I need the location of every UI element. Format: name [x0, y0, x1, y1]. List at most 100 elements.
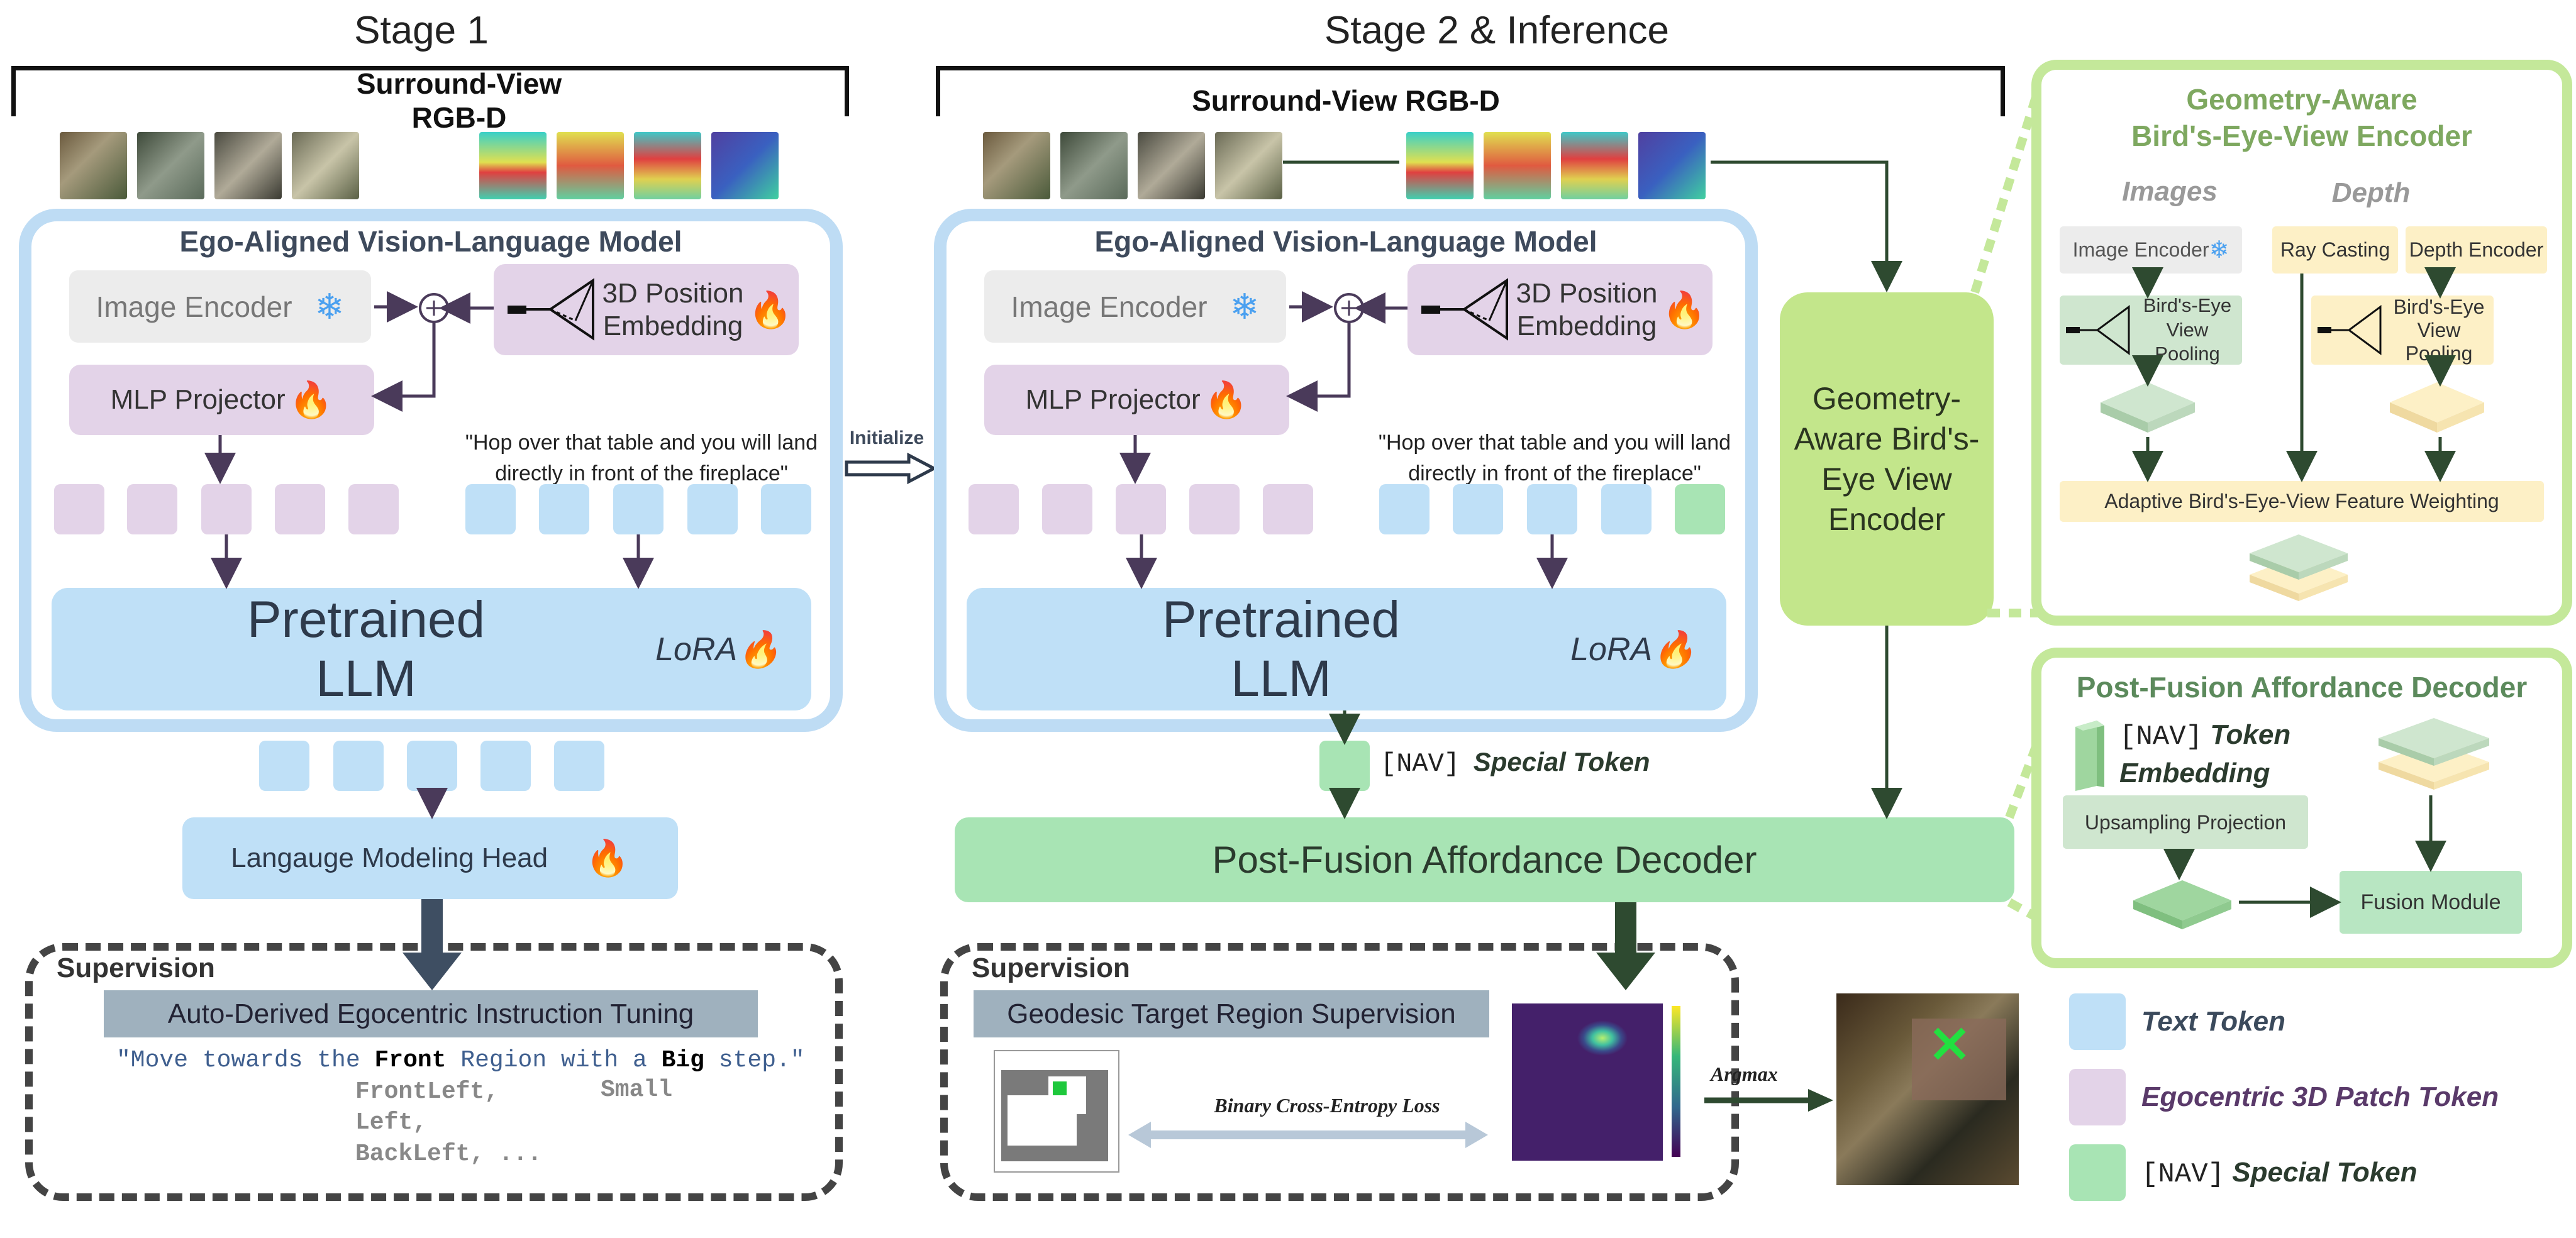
double-arrow-icon — [1128, 1122, 1488, 1148]
supervision-label: Auto-Derived Egocentric Instruction Tuni… — [104, 990, 758, 1037]
fused-bev-feature-icon — [2250, 534, 2348, 601]
position-embedding-line2: Embedding — [602, 311, 743, 341]
alt-directions: FrontLeft, Left, BackLeft, ... — [355, 1076, 541, 1169]
instruction-line2: directly in front of the fireplace" — [495, 461, 788, 486]
geometry-bev-encoder-box: Geometry-Aware Bird's-Eye View Encoder — [1780, 292, 1994, 626]
bev-image-encoder-label: Image Encoder — [2072, 238, 2209, 261]
mlp-projector-box: MLP Projector 🔥 — [984, 365, 1289, 435]
mlp-projector-box: MLP Projector 🔥 — [69, 365, 374, 435]
upsampled-token-feature-icon — [2133, 880, 2231, 929]
lm-head-label: Langauge Modeling Head — [231, 843, 548, 873]
camera-frustum-icon — [2066, 305, 2130, 355]
trainable-fire-icon: 🔥 — [289, 380, 333, 419]
supervision-box-stage1 — [25, 943, 843, 1201]
image-encoder-box: Image Encoder ❄ — [984, 270, 1286, 343]
alt-direction: BackLeft, ... — [355, 1140, 542, 1168]
bev-panel-title: Geometry-Aware Bird's-Eye-View Encoder — [2050, 82, 2553, 154]
special-token-text: Special Token — [1473, 747, 1650, 777]
nav-text: [NAV] — [2119, 721, 2203, 753]
legend-patch-token-swatch — [2069, 1069, 2126, 1125]
stage2-title: Stage 2 & Inference — [1324, 8, 1670, 52]
bev-pooling-box-depth: Bird's-Eye View Pooling — [2311, 296, 2494, 365]
example-mid: Region with a — [446, 1047, 662, 1074]
bev-pooling-line1: Bird's-Eye — [2393, 295, 2485, 318]
token-word: Token — [2210, 719, 2291, 750]
map-target-region — [1053, 1081, 1067, 1095]
decoder-panel-title: Post-Fusion Affordance Decoder — [2076, 671, 2528, 704]
rgb-thumbnail — [1060, 132, 1128, 199]
text-token — [1527, 484, 1577, 534]
example-direction: Front — [374, 1047, 447, 1074]
frozen-snowflake-icon: ❄ — [314, 286, 345, 326]
example-suffix: step." — [704, 1047, 805, 1074]
ray-casting-box: Ray Casting — [2272, 226, 2398, 274]
position-embedding-label: 3D Position Embedding — [1514, 275, 1659, 345]
heatmap-colorbar — [1672, 1006, 1680, 1157]
instruction-example: "Move towards the Front Region with a Bi… — [116, 1047, 805, 1074]
lora-label: LoRA🔥 — [655, 588, 781, 710]
text-token — [1379, 484, 1430, 534]
output-text-token — [259, 741, 309, 791]
position-embedding-label: 3D Position Embedding — [601, 275, 745, 345]
patch-token — [1189, 484, 1240, 534]
example-step: Big — [661, 1047, 704, 1074]
upsampling-projection-box: Upsampling Projection — [2063, 795, 2308, 849]
llm-label: Pretrained LLM — [1162, 590, 1401, 707]
supervision-title: Supervision — [57, 953, 215, 983]
target-x-marker-icon — [1933, 1027, 1966, 1060]
mlp-projector-label: MLP Projector — [110, 384, 286, 415]
instruction-line1: "Hop over that table and you will land — [465, 431, 818, 455]
supervision-title: Supervision — [972, 953, 1130, 983]
panel-link-dashes — [1970, 89, 2042, 922]
depth-thumbnail — [1484, 132, 1551, 199]
image-encoder-box: Image Encoder ❄ — [69, 270, 371, 343]
stage1-vlm-arrows — [204, 291, 654, 819]
bev-pooling-label: Bird's-Eye View Pooling — [2385, 296, 2492, 365]
fused-bev-feature-icon — [2379, 718, 2489, 790]
image-encoder-label: Image Encoder — [1011, 290, 1208, 323]
bev-pooling-label: Bird's-Eye View Pooling — [2134, 294, 2241, 365]
text-token — [1601, 484, 1652, 534]
alt-direction: Left, — [355, 1109, 428, 1137]
depth-thumbnail — [479, 132, 547, 199]
lora-text: LoRA — [655, 631, 738, 668]
patch-token — [1042, 484, 1092, 534]
position-embedding-line1: 3D Position — [602, 278, 744, 309]
rgbd-label-stage2: Surround-View RGB-D — [1192, 84, 1500, 117]
legend-special-token-label: [NAV] Special Token — [2141, 1157, 2418, 1190]
alt-direction: FrontLeft, — [355, 1078, 499, 1105]
position-embedding-line2: Embedding — [1516, 311, 1657, 341]
instruction-text: "Hop over that table and you will land d… — [462, 428, 821, 485]
trainable-fire-icon: 🔥 — [737, 629, 781, 669]
camera-frustum-icon — [508, 278, 594, 341]
instruction-line1: "Hop over that table and you will land — [1378, 431, 1731, 455]
legend-patch-token-label: Egocentric 3D Patch Token — [2141, 1081, 2499, 1112]
stage2-bracket — [936, 66, 2005, 116]
rgb-thumbnail — [60, 132, 127, 199]
instruction-line2: directly in front of the fireplace" — [1408, 461, 1701, 486]
trainable-fire-icon: 🔥 — [586, 838, 630, 878]
argmax-arrow-icon — [1704, 1089, 1833, 1112]
patch-token — [969, 484, 1019, 534]
bev-pooling-line2: View Pooling — [2155, 318, 2220, 365]
stage2-vlm-arrows — [1119, 291, 1568, 589]
text-token — [465, 484, 516, 534]
trainable-fire-icon: 🔥 — [748, 290, 792, 329]
lm-head-box: Langauge Modeling Head 🔥 — [182, 817, 678, 899]
position-embedding-box: 3D Position Embedding 🔥 — [1407, 264, 1713, 355]
camera-frustum-icon — [2318, 305, 2382, 355]
rgb-thumbnail — [1138, 132, 1205, 199]
bev-panel-title-line1: Geometry-Aware — [2186, 83, 2418, 116]
depth-thumbnail — [1638, 132, 1706, 199]
llm-label: Pretrained LLM — [247, 590, 486, 707]
frozen-snowflake-icon: ❄ — [2209, 237, 2229, 263]
pretrained-llm-box: Pretrained LLM LoRA🔥 — [967, 588, 1726, 710]
affordance-decoder-box: Post-Fusion Affordance Decoder — [955, 817, 2014, 902]
result-aerial-image — [1836, 993, 2019, 1185]
trainable-fire-icon: 🔥 — [1652, 629, 1696, 669]
depth-bev-feature-icon — [2390, 382, 2484, 433]
output-text-token — [480, 741, 531, 791]
position-embedding-box: 3D Position Embedding 🔥 — [494, 264, 799, 355]
frozen-snowflake-icon: ❄ — [1230, 286, 1260, 326]
